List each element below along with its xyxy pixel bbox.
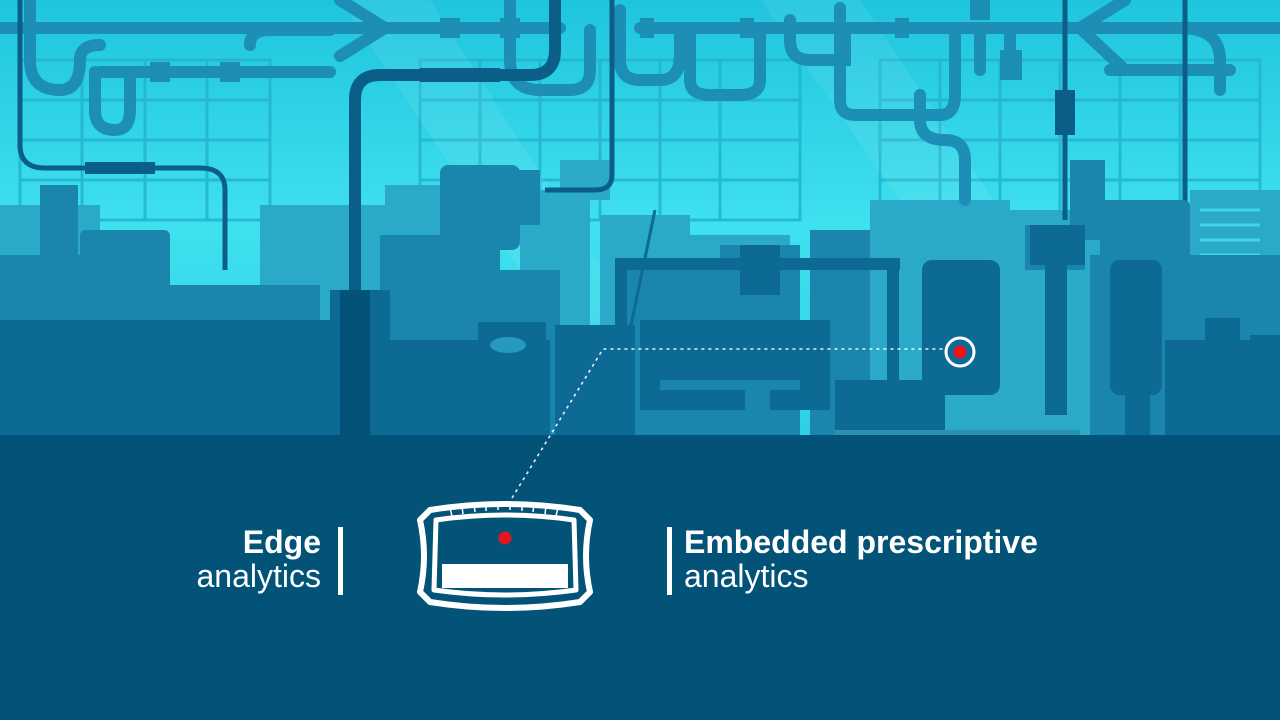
edge-analytics-label: Edge analytics bbox=[197, 525, 322, 593]
embedded-analytics-subtitle: analytics bbox=[684, 558, 809, 594]
pipe-coupling bbox=[420, 68, 500, 82]
left-divider bbox=[338, 527, 343, 595]
near-column bbox=[340, 290, 370, 445]
machine-details bbox=[490, 209, 1080, 438]
sensor-target-icon bbox=[944, 336, 976, 368]
near-silhouette bbox=[0, 225, 1280, 445]
edge-analytics-title: Edge bbox=[242, 524, 321, 560]
pipe-coupling bbox=[85, 162, 155, 174]
ground-floor bbox=[0, 435, 1280, 720]
pipe-joints bbox=[150, 0, 1022, 82]
embedded-analytics-title: Embedded prescriptive bbox=[684, 524, 1038, 560]
edge-analytics-subtitle: analytics bbox=[196, 558, 322, 594]
embedded-analytics-label: Embedded prescriptive analytics bbox=[684, 525, 1038, 593]
pipe-coupling bbox=[1055, 90, 1075, 135]
connection-line bbox=[511, 348, 945, 499]
edge-device-icon bbox=[417, 501, 593, 611]
right-divider bbox=[667, 527, 672, 595]
